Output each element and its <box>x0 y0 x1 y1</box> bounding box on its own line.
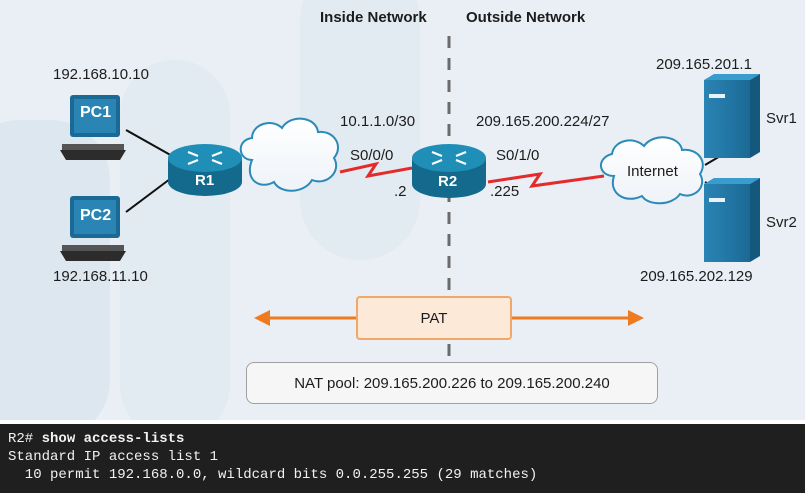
pc1-computer <box>60 95 126 160</box>
r2-inside-interface-label: S0/0/0 <box>350 147 394 164</box>
server-svr1 <box>704 74 760 158</box>
terminal-output: R2# show access-lists Standard IP access… <box>0 424 805 493</box>
nat-pool-box: NAT pool: 209.165.200.226 to 209.165.200… <box>246 362 658 404</box>
svr1-label: Svr1 <box>766 110 797 127</box>
serial-link-r2-internet <box>487 171 605 188</box>
network-diagram: Inside Network Outside Network 192.168.1… <box>0 0 805 420</box>
r2-inside-host-label: .2 <box>394 183 407 200</box>
terminal-line-2: Standard IP access list 1 <box>8 449 219 465</box>
server-svr2 <box>704 178 760 262</box>
outside-subnet-label: 209.165.200.224/27 <box>476 113 610 130</box>
pc2-label: PC2 <box>80 207 112 224</box>
background-shape <box>120 60 230 420</box>
svr1-ip-label: 209.165.201.1 <box>656 56 752 73</box>
diagram-graphics <box>60 36 760 362</box>
pc2-computer <box>60 196 126 261</box>
pc1-r1-link <box>125 129 175 158</box>
pat-arrowhead-right <box>628 310 644 326</box>
pat-box: PAT <box>356 296 512 340</box>
pc2-r1-link <box>125 175 175 213</box>
background-shape <box>300 0 420 260</box>
pc1-label: PC1 <box>80 104 112 121</box>
pc2-ip-label: 192.168.11.10 <box>53 268 148 285</box>
terminal-prompt: R2# <box>8 431 42 447</box>
pat-label: PAT <box>420 309 448 327</box>
inside-subnet-label: 10.1.1.0/30 <box>340 113 416 130</box>
r2-label: R2 <box>438 173 458 190</box>
serial-link-r1-r2 <box>339 161 413 179</box>
pc1-ip-label: 192.168.10.10 <box>53 66 149 83</box>
svr2-label: Svr2 <box>766 214 797 231</box>
wan-cloud <box>239 117 339 192</box>
r2-outside-interface-label: S0/1/0 <box>496 147 540 164</box>
terminal-line-3: 10 permit 192.168.0.0, wildcard bits 0.0… <box>8 467 538 483</box>
terminal-command-line: R2# show access-lists <box>8 430 805 448</box>
internet-cloud <box>600 136 704 205</box>
background-shape <box>0 120 110 420</box>
r1-label: R1 <box>195 172 215 189</box>
svr2-ip-label: 209.165.202.129 <box>640 268 753 285</box>
terminal-command: show access-lists <box>41 431 185 447</box>
outside-network-label: Outside Network <box>466 9 586 26</box>
internet-label: Internet <box>627 163 678 180</box>
nat-pool-text: NAT pool: 209.165.200.226 to 209.165.200… <box>294 374 610 392</box>
router-r1 <box>168 144 242 196</box>
r2-outside-host-label: .225 <box>490 183 520 200</box>
pat-arrowhead-left <box>254 310 270 326</box>
router-r2 <box>412 144 486 198</box>
inside-network-label: Inside Network <box>320 9 427 26</box>
